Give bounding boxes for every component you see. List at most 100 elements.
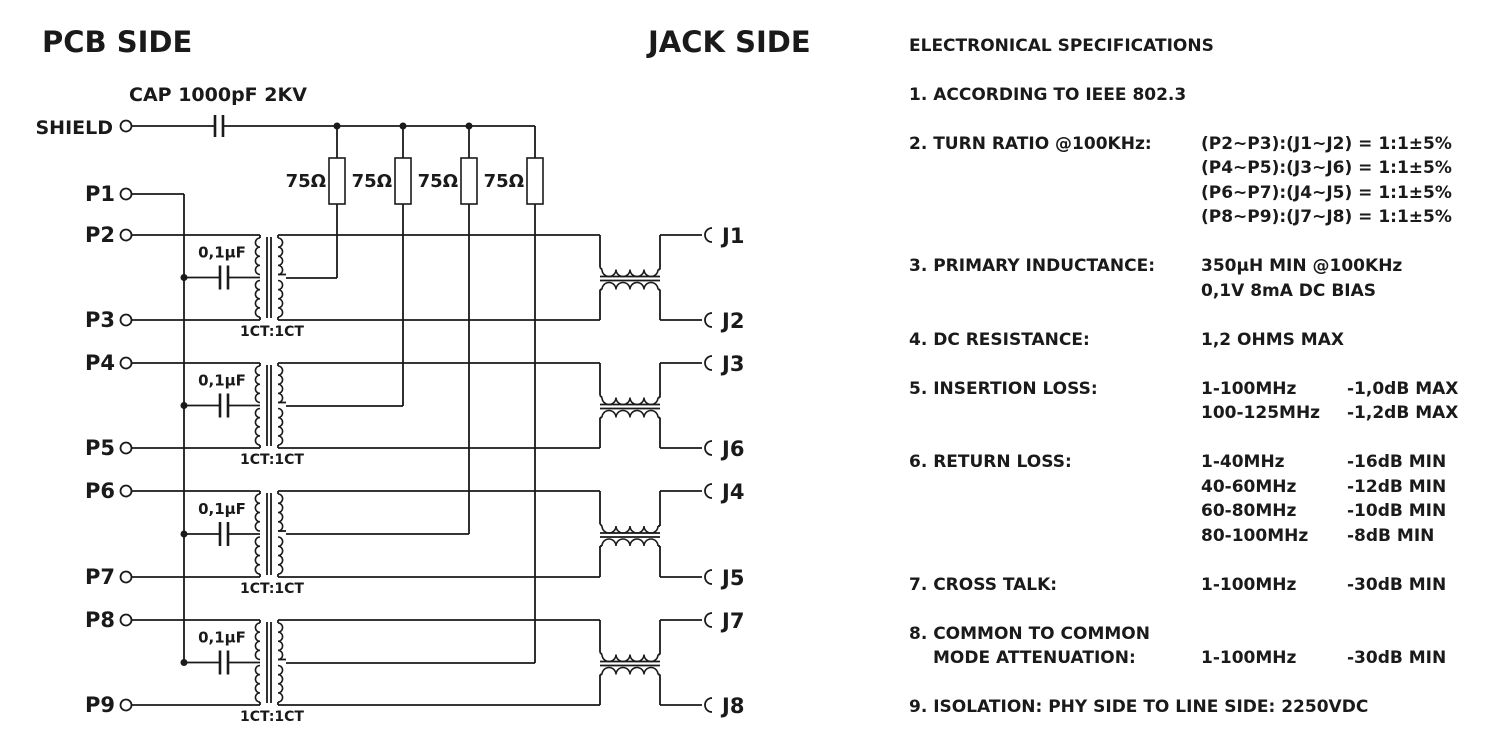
transformer-winding: [254, 237, 261, 276]
transformer-winding: [601, 269, 659, 278]
jack-label: J3: [720, 352, 744, 376]
transformer-winding: [254, 407, 261, 446]
jack-label: J8: [720, 694, 744, 718]
junction-dot: [180, 274, 188, 281]
wire: [599, 523, 603, 527]
spec-7-freq: 1-100MHz: [1201, 574, 1297, 595]
pin-label: P9: [85, 693, 115, 717]
transformer-winding: [254, 365, 261, 404]
specifications-panel: ELECTRONICAL SPECIFICATIONS 1. ACCORDING…: [909, 34, 1489, 744]
spec-5-freq: 100-125MHz: [1201, 403, 1321, 423]
junction-dot: [180, 530, 188, 538]
resistor: [526, 157, 544, 205]
spec-7: 7. CROSS TALK: 1-100MHz -30dB MIN: [909, 573, 1489, 598]
spec-6-freq: 80-100MHz: [1201, 525, 1309, 546]
transformer-winding: [601, 525, 659, 534]
resistor: [460, 157, 478, 205]
shield-label: SHIELD: [35, 117, 113, 139]
transformer-winding: [277, 407, 284, 446]
spec-6-value: -8dB MIN: [1347, 525, 1435, 546]
jack-label: J2: [720, 309, 744, 333]
pin-terminal: [119, 228, 133, 242]
bypass-cap-label: 0,1µF: [198, 629, 246, 647]
transformer-winding: [254, 622, 261, 661]
spec-6-freq: 60-80MHz: [1201, 501, 1297, 521]
spec-4-value: 1,2 OHMS MAX: [1201, 329, 1344, 350]
spec-4: 4. DC RESISTANCE: 1,2 OHMS MAX: [909, 328, 1489, 353]
transformer-winding: [601, 538, 659, 547]
transformer-winding: [601, 397, 659, 406]
jack-label: J5: [720, 566, 744, 590]
spec-3-label: 3. PRIMARY INDUCTANCE:: [909, 256, 1156, 276]
spec-5-label: 5. INSERTION LOSS:: [909, 378, 1098, 399]
transformer-winding: [601, 666, 659, 675]
spec-5: 5. INSERTION LOSS: 1-100MHz 100-125MHz -…: [909, 377, 1489, 426]
transformer-winding: [277, 493, 284, 532]
pin-terminal: [119, 313, 133, 327]
transformer-winding: [277, 664, 284, 703]
jack-terminal: [704, 483, 713, 499]
spec-3-line: 0,1V 8mA DC BIAS: [1201, 280, 1376, 301]
spec-1: 1. ACCORDING TO IEEE 802.3: [909, 84, 1187, 105]
pin-label: P6: [85, 479, 115, 503]
turn-ratio-label: 1CT:1CT: [240, 324, 304, 340]
jack-terminal: [704, 697, 713, 713]
spec-8-label: MODE ATTENUATION:: [933, 648, 1136, 668]
transformer-channels: P1P2P30,1µF1CT:1CTJ1J2P4P50,1µF1CT:1CTJ3…: [85, 182, 744, 725]
transformer-winding: [601, 409, 659, 418]
pin-terminal: [119, 187, 133, 201]
pin-label: P1: [85, 182, 115, 206]
transformer-winding: [254, 279, 261, 318]
transformer-winding: [277, 279, 284, 318]
spec-2-label: 2. TURN RATIO @100KHz:: [909, 133, 1152, 154]
spec-6-value: -16dB MIN: [1347, 452, 1447, 472]
jack-terminal: [704, 569, 713, 585]
spec-5-value: -1,0dB MAX: [1347, 378, 1459, 399]
pin-terminal: [119, 484, 133, 498]
jack-terminal: [704, 440, 713, 456]
pin-label: P4: [85, 351, 115, 375]
transformer-winding: [277, 237, 284, 276]
jack-label: J6: [720, 437, 744, 461]
spec-8: 8. COMMON TO COMMON MODE ATTENUATION: 1-…: [909, 622, 1489, 671]
spec-2-line: (P4~P5):(J3~J6) = 1:1±5%: [1201, 158, 1452, 178]
bypass-cap-label: 0,1µF: [198, 500, 246, 518]
jack-label: J7: [720, 609, 744, 633]
turn-ratio-label: 1CT:1CT: [240, 709, 304, 725]
jack-terminal: [704, 227, 713, 243]
spec-3-line: 350µH MIN @100KHz: [1201, 256, 1403, 276]
spec-6: 6. RETURN LOSS: 1-40MHz 40-60MHz 60-80MH…: [909, 450, 1489, 548]
transformer-winding: [254, 664, 261, 703]
spec-6-freq: 1-40MHz: [1201, 452, 1285, 472]
shield-terminal: [119, 119, 133, 133]
pin-terminal: [119, 613, 133, 627]
spec-5-freq: 1-100MHz: [1201, 378, 1297, 399]
pin-label: P7: [85, 565, 115, 589]
spec-2-line: (P8~P9):(J7~J8) = 1:1±5%: [1201, 207, 1452, 227]
resistor-value-label: 75Ω: [286, 171, 326, 192]
specs-title: ELECTRONICAL SPECIFICATIONS: [909, 36, 1214, 56]
spec-6-value: -10dB MIN: [1347, 501, 1447, 521]
jack-label: J4: [720, 480, 744, 504]
spec-6-label: 6. RETURN LOSS:: [909, 452, 1072, 472]
pin-label: P5: [85, 436, 115, 460]
transformer-winding: [277, 536, 284, 575]
transformer-winding: [254, 536, 261, 575]
pin-label: P3: [85, 308, 115, 332]
spec-3: 3. PRIMARY INDUCTANCE: 350µH MIN @100KHz…: [909, 254, 1489, 303]
transformer-winding: [601, 654, 659, 663]
junction-dot: [180, 659, 188, 666]
transformer-winding: [277, 622, 284, 661]
schematic-diagram: PCB SIDE JACK SIDE CAP 1000pF 2KV SHIELD…: [35, 25, 810, 725]
jack-label: J1: [720, 224, 744, 248]
wire: [599, 651, 603, 656]
spec-2: 2. TURN RATIO @100KHz: (P2~P3):(J1~J2) =…: [909, 132, 1489, 230]
transformer-winding: [601, 281, 659, 290]
pcb-side-heading: PCB SIDE: [42, 25, 192, 59]
turn-ratio-label: 1CT:1CT: [240, 581, 304, 597]
spec-2-line: (P2~P3):(J1~J2) = 1:1±5%: [1201, 133, 1452, 154]
pin-terminal: [119, 441, 133, 455]
turn-ratio-label: 1CT:1CT: [240, 452, 304, 468]
spec-8-label: 8. COMMON TO COMMON: [909, 623, 1150, 644]
spec-6-freq: 40-60MHz: [1201, 476, 1297, 497]
